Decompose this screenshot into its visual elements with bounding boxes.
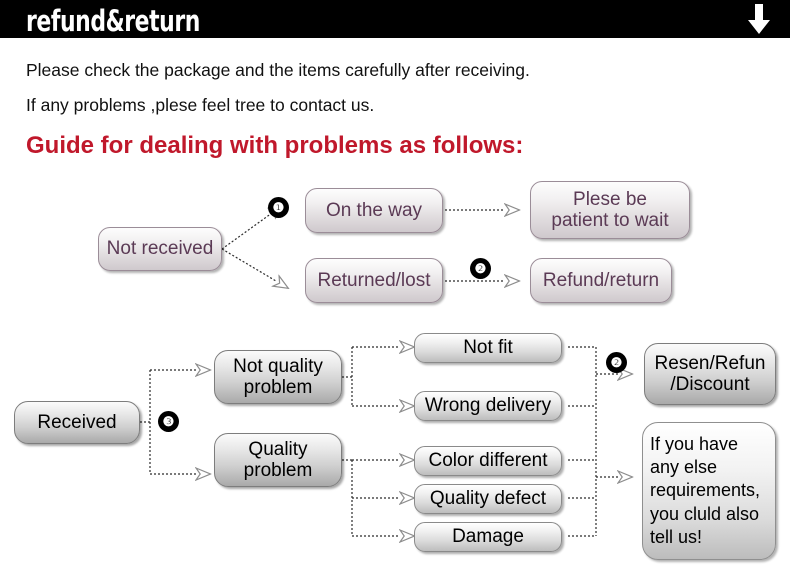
step-badge-1: ❶ [268, 197, 289, 218]
page-title: refund&return [26, 4, 200, 38]
node-symptom-color-different[interactable]: Color different [414, 446, 562, 476]
node-symptom-quality-defect[interactable]: Quality defect [414, 484, 562, 514]
step-badge-3: ❸ [158, 411, 179, 432]
step-badge-2-bottom: ❷ [606, 352, 627, 373]
node-not-received[interactable]: Not received [98, 227, 222, 271]
node-not-quality-problem[interactable]: Not quality problem [214, 350, 342, 404]
node-resend-refund-discount[interactable]: Resen/Refun /Discount [644, 343, 776, 405]
header-bar: refund&return [0, 0, 790, 38]
node-extra-requirements-note[interactable]: If you have any else requirements, you c… [642, 422, 776, 560]
intro-line-1: Please check the package and the items c… [26, 60, 530, 80]
down-arrow-icon [748, 4, 770, 34]
node-symptom-not-fit[interactable]: Not fit [414, 333, 562, 363]
node-quality-problem[interactable]: Quality problem [214, 433, 342, 487]
node-received[interactable]: Received [14, 401, 140, 444]
node-refund-return[interactable]: Refund/return [530, 258, 672, 303]
node-symptom-wrong-delivery[interactable]: Wrong delivery [414, 391, 562, 421]
step-badge-2-top: ❷ [470, 258, 491, 279]
intro-line-2: If any problems ,plese feel tree to cont… [26, 95, 375, 115]
node-symptom-damage[interactable]: Damage [414, 522, 562, 552]
node-please-be-patient[interactable]: Plese be patient to wait [530, 181, 690, 239]
guide-heading: Guide for dealing with problems as follo… [26, 132, 524, 159]
node-on-the-way[interactable]: On the way [305, 188, 443, 233]
node-returned-lost[interactable]: Returned/lost [305, 258, 443, 303]
